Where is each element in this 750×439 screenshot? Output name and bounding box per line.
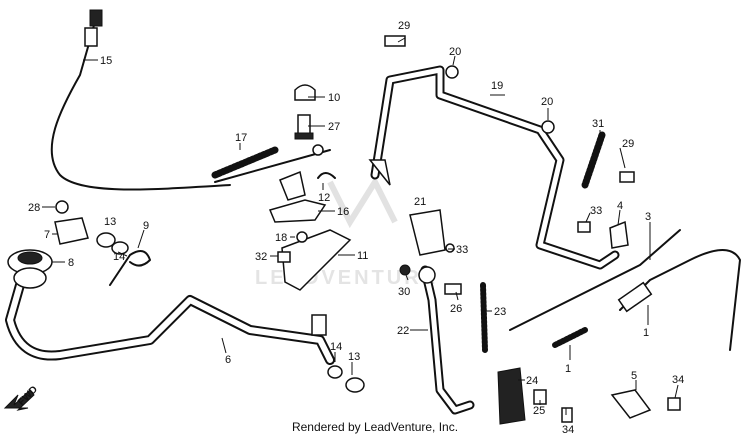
part-bolt-32 xyxy=(277,251,291,263)
callout-34a: 34 xyxy=(562,424,574,436)
footer-credit: Rendered by LeadVenture, Inc. xyxy=(291,420,459,434)
callout-13b: 13 xyxy=(348,351,360,363)
callout-33b: 33 xyxy=(456,244,468,256)
callout-25: 25 xyxy=(533,405,545,417)
part-bolt-29b xyxy=(619,171,635,183)
part-bushing-13 xyxy=(96,232,116,248)
part-fitting-27 xyxy=(294,114,314,140)
part-cable-3 xyxy=(509,229,681,331)
callout-10: 10 xyxy=(328,92,340,104)
callout-13a: 13 xyxy=(104,216,116,228)
callout-29b: 29 xyxy=(622,138,634,150)
part-switch-1 xyxy=(617,249,741,351)
part-bolt-33a xyxy=(577,221,591,233)
callout-33a: 33 xyxy=(590,205,602,217)
part-spring-2 xyxy=(552,327,588,348)
part-rubber-24 xyxy=(497,367,526,425)
callout-4: 4 xyxy=(617,200,623,212)
callout-19: 19 xyxy=(491,80,503,92)
part-cap-10 xyxy=(294,84,316,101)
callout-30: 30 xyxy=(398,286,410,298)
part-bracket-21 xyxy=(409,209,446,256)
callout-34b: 34 xyxy=(672,374,684,386)
callout-21: 21 xyxy=(414,196,426,208)
callout-5: 5 xyxy=(631,370,637,382)
callout-18: 18 xyxy=(275,232,287,244)
callout-14b: 14 xyxy=(330,341,342,353)
callout-27: 27 xyxy=(328,121,340,133)
callouts: 15 10 27 17 12 16 11 18 32 28 7 8 13 14 … xyxy=(28,20,684,436)
part-plate-7 xyxy=(54,217,89,245)
fwd-arrow: FWD xyxy=(3,384,40,411)
callout-32: 32 xyxy=(255,251,267,263)
part-nut-28 xyxy=(55,200,69,214)
callout-20a: 20 xyxy=(449,46,461,58)
fwd-label: FWD xyxy=(16,384,40,408)
part-bracket-16 xyxy=(268,170,327,223)
part-spring-17 xyxy=(211,144,331,183)
watermark-text: LEADVENTURE xyxy=(255,267,438,289)
callout-29a: 29 xyxy=(398,20,410,32)
callout-20b: 20 xyxy=(541,96,553,108)
part-washer-14b xyxy=(327,365,343,379)
callout-31: 31 xyxy=(592,118,604,130)
callout-23: 23 xyxy=(494,306,506,318)
callout-16: 16 xyxy=(337,206,349,218)
part-speedometer-cable xyxy=(50,9,231,191)
part-nut-30 xyxy=(399,264,411,276)
part-bolt-33b xyxy=(445,243,455,253)
part-collar-20a xyxy=(445,65,459,79)
callout-3: 3 xyxy=(645,211,651,223)
callout-28: 28 xyxy=(28,202,40,214)
part-brake-pedal-6 xyxy=(5,267,335,365)
part-bushing-13b xyxy=(345,377,365,393)
part-spring-23 xyxy=(480,282,488,353)
callout-12: 12 xyxy=(318,192,330,204)
part-bolt-34a xyxy=(561,407,573,423)
callout-8: 8 xyxy=(68,257,74,269)
callout-9: 9 xyxy=(143,220,149,232)
part-spring-9 xyxy=(109,250,151,286)
callout-6: 6 xyxy=(225,354,231,366)
part-bolt-18 xyxy=(296,231,308,243)
callout-15: 15 xyxy=(100,55,112,67)
part-clip-12 xyxy=(317,172,336,179)
part-spring-31 xyxy=(581,131,606,189)
callout-17: 17 xyxy=(235,132,247,144)
part-grommet-8 xyxy=(7,249,53,275)
callout-1: 1 xyxy=(643,327,649,339)
callout-22: 22 xyxy=(397,325,409,337)
part-washer-14 xyxy=(111,241,129,255)
callout-2: 1 xyxy=(565,363,571,375)
part-bolt-26 xyxy=(444,283,462,295)
callout-14a: 14 xyxy=(113,251,125,263)
part-plate-4 xyxy=(609,220,629,249)
callout-7: 7 xyxy=(44,229,50,241)
part-collar-20b xyxy=(541,120,555,134)
part-bolt-29a xyxy=(384,35,406,47)
part-side-stand-22 xyxy=(418,265,475,415)
callout-26: 26 xyxy=(450,303,462,315)
callout-24: 24 xyxy=(526,375,538,387)
part-main-stand-19 xyxy=(368,65,620,270)
callout-11: 11 xyxy=(357,250,368,262)
part-bracket-11 xyxy=(281,229,352,291)
part-clip-5 xyxy=(610,389,652,419)
part-bolt-34b xyxy=(667,397,681,411)
